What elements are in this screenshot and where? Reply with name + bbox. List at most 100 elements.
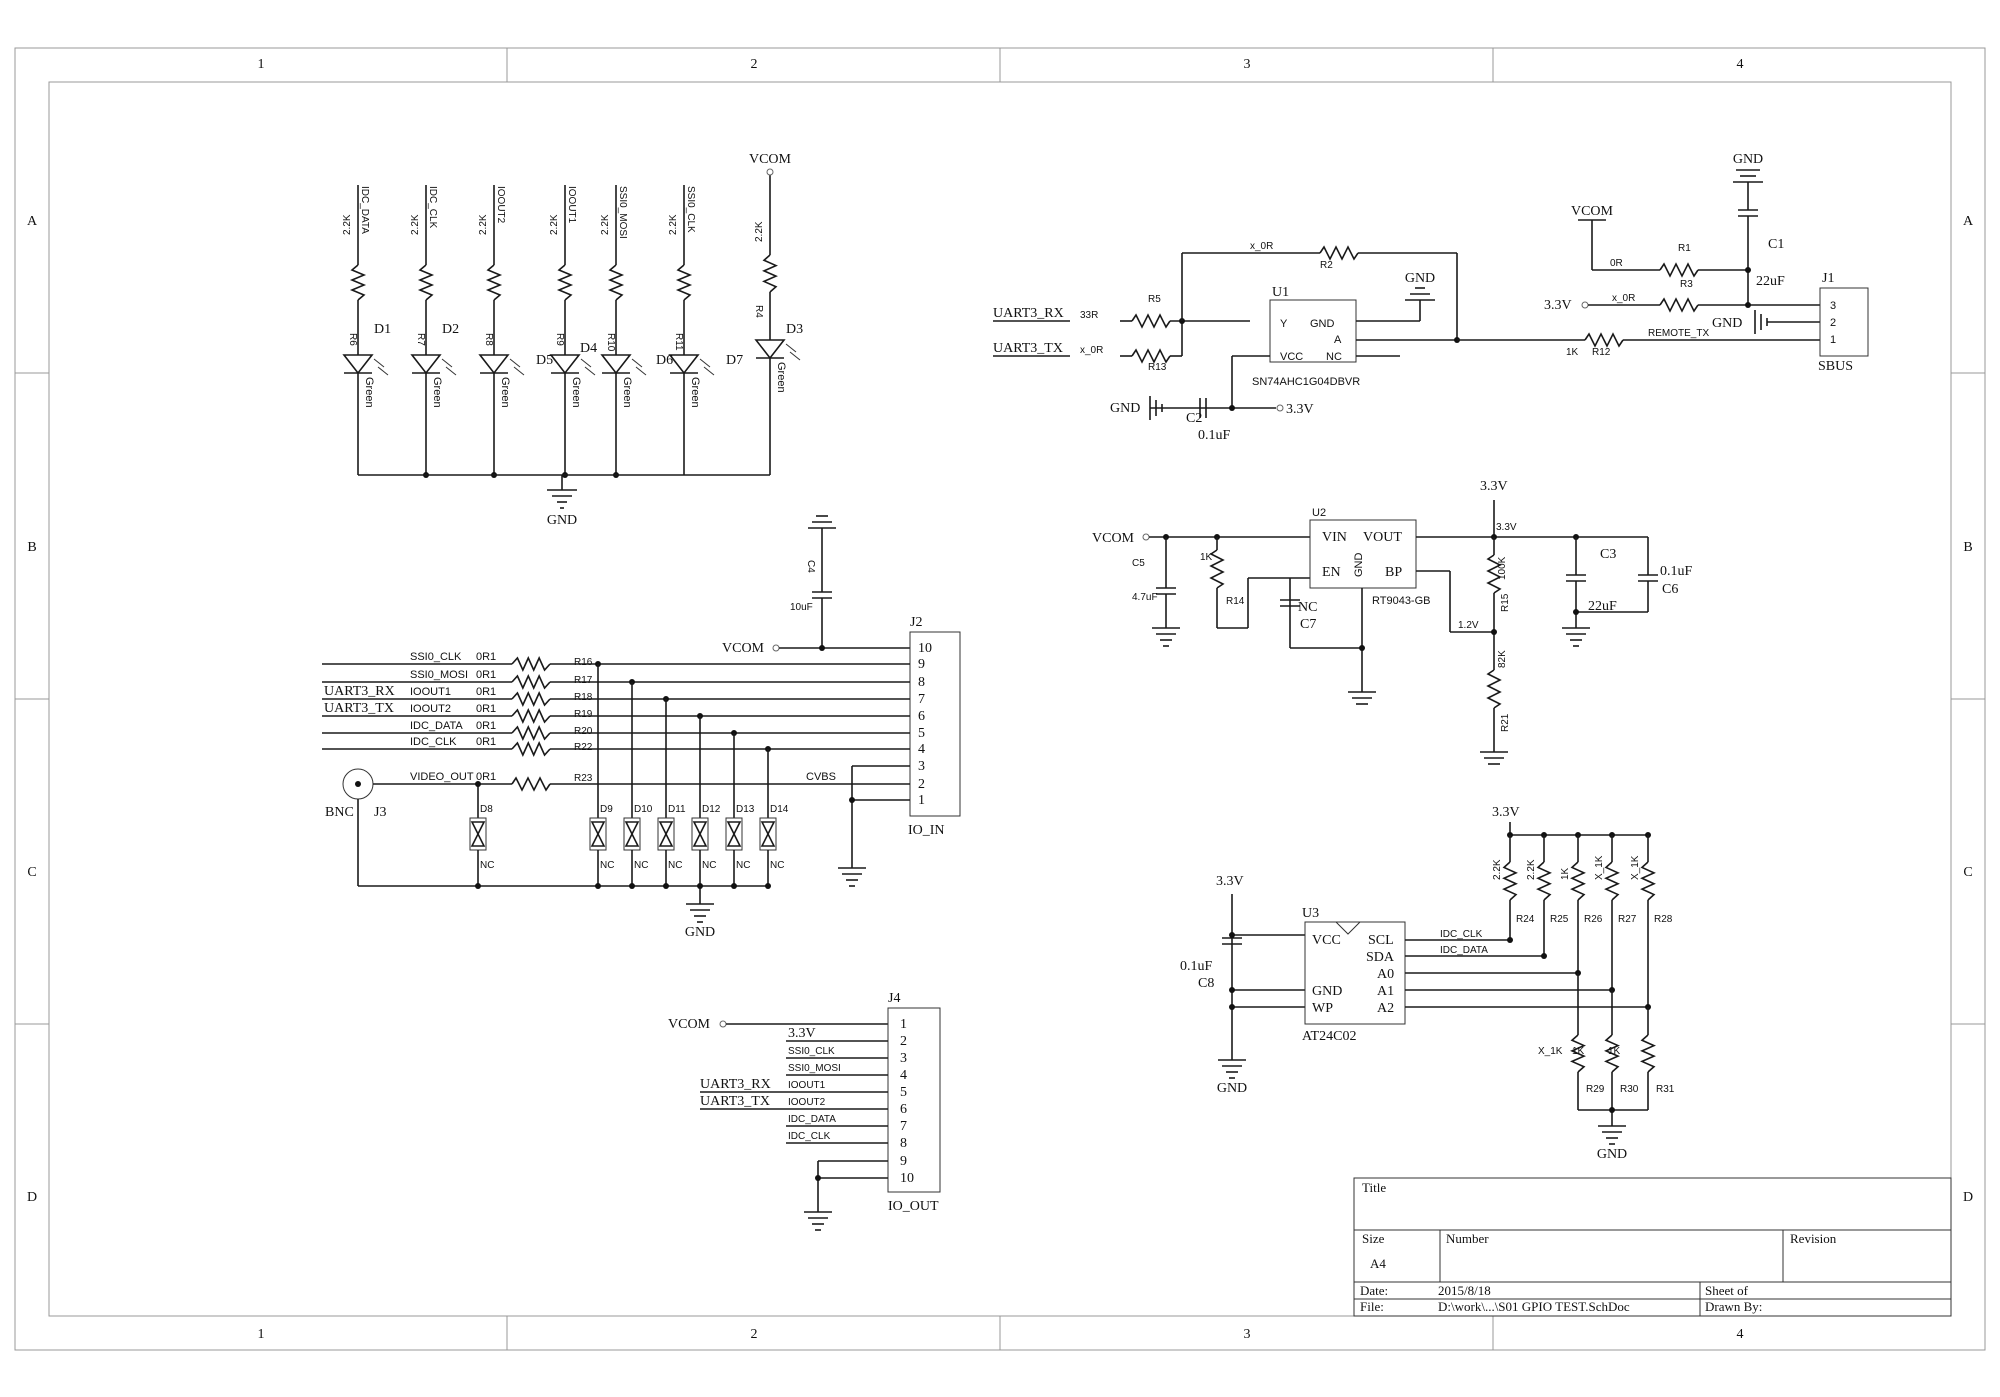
j4-ref: J4	[888, 991, 900, 1006]
title-label: Title	[1362, 1180, 1386, 1195]
col-label-top: 4	[1737, 57, 1744, 72]
reg-adj-net: 1.2V	[1458, 620, 1479, 631]
j4-uart-rx: UART3_RX	[700, 1077, 771, 1092]
ground-icon	[1733, 169, 1763, 183]
j2-row-net: IOOUT1	[410, 686, 451, 698]
r2-ref: R2	[1320, 260, 1333, 271]
pullup-res-ref: R26	[1584, 914, 1603, 925]
u3-pin-a1: A1	[1377, 984, 1394, 999]
j2-row-res-value: 0R1	[476, 669, 496, 681]
led-ref: D7	[726, 353, 743, 368]
u2-pin-bp: BP	[1385, 565, 1402, 580]
j4-net-label: SSI0_CLK	[788, 1046, 835, 1057]
led-color: Green	[621, 377, 633, 408]
j2-name: IO_IN	[908, 823, 945, 838]
resistor-value: 2.2K	[754, 221, 765, 242]
tvs-nc-label: NC	[600, 860, 614, 871]
ground-icon	[1754, 310, 1768, 334]
bnc-ref: J3	[374, 805, 386, 820]
pullup-res-ref: R25	[1550, 914, 1569, 925]
j2-pin-number: 6	[918, 709, 925, 724]
led-ref: D5	[536, 353, 553, 368]
r1-value: 0R	[1610, 258, 1623, 269]
u1-pin-vcc: VCC	[1280, 351, 1303, 363]
c2-ref: C2	[1186, 411, 1202, 426]
pullup-resistor: 1K R26	[1560, 832, 1603, 976]
ldo-regulator-circuit: VCOM C5 4.7uF 1K R14 NC C7 U2	[1092, 479, 1693, 765]
j1-pin: 2	[1830, 317, 1836, 329]
u1-gnd-label: GND	[1405, 271, 1435, 286]
j2-row-res-value: 0R1	[476, 736, 496, 748]
frame-column-labels: 1 2 3 4 1 2 3 4	[258, 57, 1744, 1342]
ground-icon	[838, 867, 866, 887]
u1-chip	[1269, 299, 1357, 363]
u3-scl-net: IDC_CLK	[1440, 929, 1483, 940]
pulldown-res-value: 1K	[1572, 1046, 1585, 1057]
tvs-ref: D9	[600, 804, 613, 815]
resistor-ref: R6	[347, 333, 358, 346]
j2-row-res-value: 0R1	[476, 651, 496, 663]
u3-pin-wp: WP	[1312, 1001, 1333, 1016]
led-color: Green	[431, 377, 443, 408]
r23-value: 0R1	[476, 771, 496, 783]
bnc-name: BNC	[325, 805, 354, 820]
col-label-top: 2	[751, 57, 758, 72]
j4-net-label: IOOUT1	[788, 1080, 826, 1091]
led-net-label: IOOUT1	[566, 186, 577, 224]
size-label: Size	[1362, 1231, 1385, 1246]
col-label-bottom: 1	[258, 1327, 265, 1342]
j4-pin-number: 9	[900, 1154, 907, 1169]
eeprom-3v3-left: 3.3V	[1216, 874, 1244, 889]
r5-value: 33R	[1080, 310, 1098, 321]
tvs-nc-label: NC	[770, 860, 784, 871]
j2-row-res-ref: R19	[574, 709, 593, 720]
j2-ref: J2	[910, 615, 922, 630]
u3-part: AT24C02	[1302, 1029, 1356, 1044]
reg-3v3-top: 3.3V	[1480, 479, 1508, 494]
j1-name: SBUS	[1818, 359, 1853, 374]
io-out-connector-circuit: VCOM J4 IO_OUT 123456789103.3VSSI0_CLKSS…	[668, 991, 941, 1231]
j4-pin-number: 7	[900, 1119, 907, 1134]
tvs-nc-label: NC	[480, 860, 494, 871]
j4-name: IO_OUT	[888, 1199, 939, 1214]
j4-pin-number: 8	[900, 1136, 907, 1151]
j2-vcom-label: VCOM	[722, 641, 765, 656]
led-color: Green	[775, 362, 787, 393]
j1-ref: J1	[1822, 271, 1834, 286]
r14-value: 1K	[1200, 552, 1213, 563]
tvs-nc-label: NC	[702, 860, 716, 871]
j1-pin: 1	[1830, 334, 1836, 346]
ground-icon	[1348, 691, 1376, 705]
u2-chip	[1309, 519, 1417, 589]
row-label-right: A	[1963, 214, 1974, 229]
j4-signal-row: IDC_DATA	[786, 1114, 888, 1127]
c3-ref: C3	[1600, 547, 1616, 562]
j2-row-res-value: 0R1	[476, 720, 496, 732]
j2-pin-number: 1	[918, 793, 925, 808]
j4-net-label: IDC_CLK	[788, 1131, 831, 1142]
j2-row-uart-net: UART3_TX	[324, 701, 394, 716]
c4-value: 10uF	[790, 602, 813, 613]
r3-value: x_0R	[1612, 293, 1635, 304]
pullup-res-value: 2.2K	[1526, 859, 1537, 880]
pullup-res-value: 1K	[1560, 867, 1571, 880]
r5-ref: R5	[1148, 294, 1161, 305]
r2-value: x_0R	[1250, 241, 1273, 252]
u2-ref: U2	[1312, 507, 1326, 519]
j2-gnd-label: GND	[685, 925, 715, 940]
eeprom-circuit: 3.3V 0.1uF C8 GND U3 VCC GND WP SCL SDA …	[1180, 805, 1675, 1162]
j4-pin-number: 4	[900, 1068, 907, 1083]
ground-icon	[1152, 627, 1180, 647]
eeprom-gnd-left: GND	[1217, 1081, 1247, 1096]
